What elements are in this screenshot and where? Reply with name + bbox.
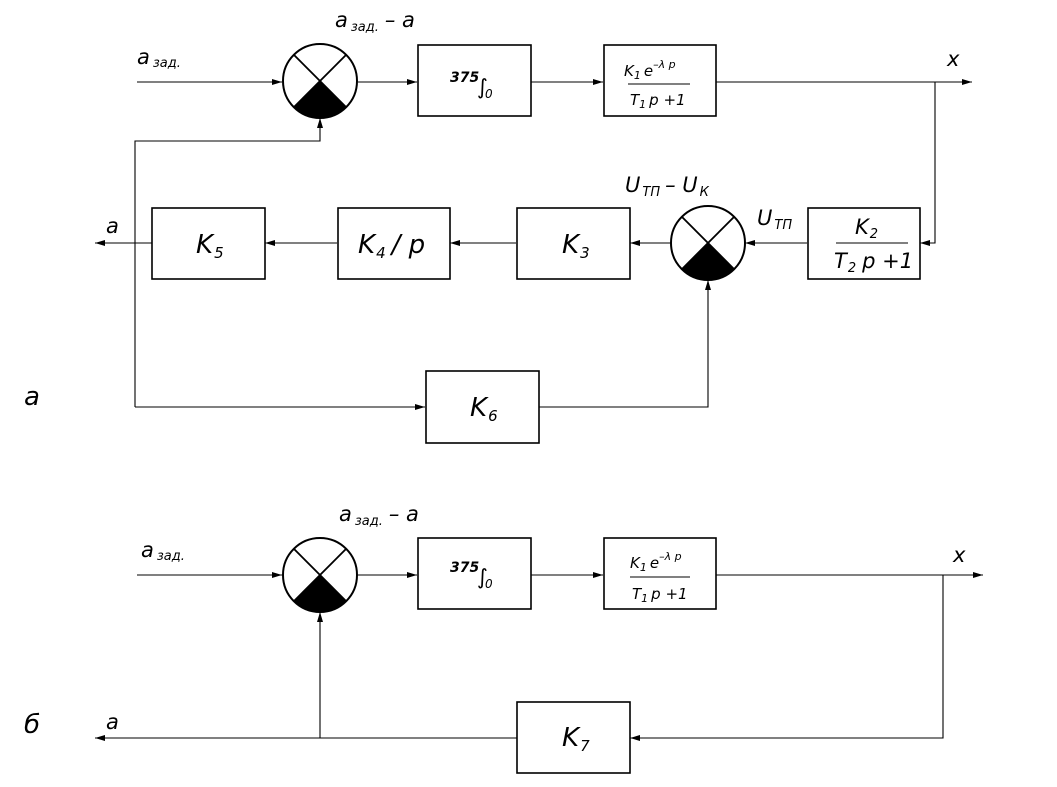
summing-junction-b xyxy=(282,537,358,613)
feedback-to-sum1-line xyxy=(134,118,323,407)
integrator-label-a: 375 ∫ 0 xyxy=(450,70,493,101)
plant-block-b xyxy=(603,537,717,610)
svg-text:K1e–λ p: K1e–λ p xyxy=(630,550,682,574)
output-label-a-left: a xyxy=(106,214,119,238)
k6-label: K6 xyxy=(470,393,498,425)
svg-text:375: 375 xyxy=(450,560,479,576)
panel-letter-b: б xyxy=(24,710,40,740)
k6-block xyxy=(425,370,540,444)
integrator-block xyxy=(417,44,532,117)
svg-text:∫: ∫ xyxy=(477,565,488,589)
plant-block xyxy=(603,44,717,117)
svg-text:T1p +1: T1p +1 xyxy=(630,91,686,111)
k4-block xyxy=(337,207,451,280)
svg-text:∫: ∫ xyxy=(477,75,488,99)
summing-junction-2 xyxy=(670,205,746,281)
panel-letter-a: а xyxy=(24,382,40,412)
summing-junction-1 xyxy=(282,43,358,119)
k4-label: K4/ p xyxy=(358,230,425,262)
k7-label: K7 xyxy=(562,723,590,755)
k7-block xyxy=(516,701,631,774)
k3-label: K3 xyxy=(562,230,590,262)
output-label-x-b: x xyxy=(952,543,966,567)
svg-text:0: 0 xyxy=(485,577,493,591)
k3-block xyxy=(516,207,631,280)
output-label-b-left: a xyxy=(106,710,119,734)
k5-block xyxy=(151,207,266,280)
k6-to-sum2-line xyxy=(539,280,711,408)
x-to-k7-line xyxy=(630,575,944,741)
panel-a-connections xyxy=(95,79,972,410)
integrator-block-b xyxy=(417,537,532,610)
integrator-label-b: 375 ∫ 0 xyxy=(450,560,493,591)
svg-text:0: 0 xyxy=(485,87,493,101)
k5-label: K5 xyxy=(196,230,224,262)
svg-text:T2p +1: T2p +1 xyxy=(834,249,913,276)
svg-text:375: 375 xyxy=(450,70,479,86)
x-to-k2-line xyxy=(920,82,936,246)
svg-text:K1e–λ p: K1e–λ p xyxy=(624,58,676,82)
svg-text:K2: K2 xyxy=(855,215,878,242)
svg-text:T1p +1: T1p +1 xyxy=(632,585,688,605)
panel-b-connections xyxy=(95,572,983,741)
output-label-x-a: x xyxy=(946,47,960,71)
